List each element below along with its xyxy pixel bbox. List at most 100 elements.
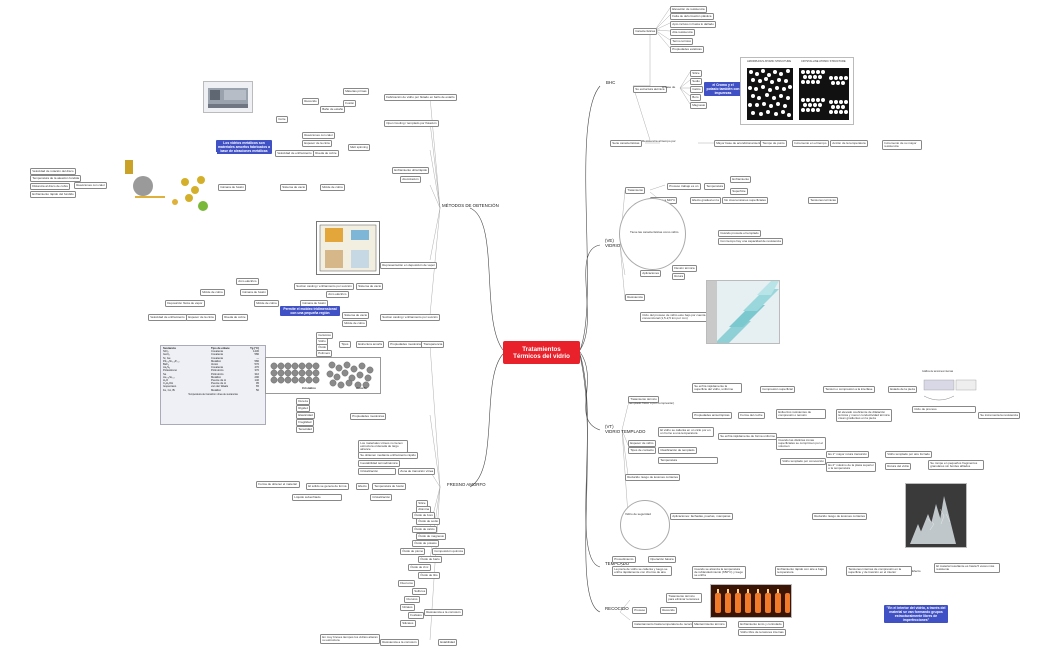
ve-efecto[interactable]: Efecto gradual en la bbox=[690, 197, 722, 204]
compound-item[interactable]: Óxido de zinc bbox=[408, 564, 431, 571]
compound-item[interactable]: Óxido de magnesio bbox=[416, 533, 447, 540]
bhc-item[interactable]: Elevación de resistencia bbox=[670, 6, 707, 13]
metodos-cast-item[interactable]: Espesor de la cinta bbox=[186, 314, 216, 321]
fresno-zona-item-2[interactable]: Cristalización bbox=[370, 494, 393, 501]
vt-tipos[interactable]: Tipos de contacto bbox=[628, 447, 656, 454]
compound-item[interactable]: Sulfuros bbox=[412, 588, 428, 595]
fresno-prop-item[interactable]: Elasticidad bbox=[296, 412, 315, 419]
fresno-zona-item[interactable]: Temperatura de fusión bbox=[372, 483, 407, 490]
fresno-forma[interactable]: Forma de obtener el material bbox=[256, 481, 301, 488]
metodos-items2[interactable]: Cámara de fusión bbox=[218, 184, 247, 191]
fresno-tipo[interactable]: Polímero bbox=[316, 350, 333, 357]
vt-seg2-b[interactable]: Reducido riesgo de lesiones cortantes bbox=[812, 513, 868, 520]
compound-item[interactable]: Nitratos bbox=[400, 604, 415, 611]
branch-recocido[interactable]: RECOCIDO bbox=[605, 606, 629, 611]
metodos-side-item[interactable]: Distancia al disco de cobre bbox=[30, 183, 71, 190]
metodos-items2[interactable]: Molde de cobre bbox=[342, 320, 368, 327]
ve-ciclo[interactable]: Ciclo del proceso de vidrio esto bajo po… bbox=[640, 312, 715, 322]
vt-rot[interactable]: Rotura del vidrio bbox=[885, 463, 912, 470]
fresno-bottom2[interactable]: Estabilidad bbox=[438, 639, 458, 646]
fresno-prop-item[interactable]: Rigidez bbox=[296, 405, 311, 412]
ve-superficie[interactable]: Superficie bbox=[730, 188, 748, 195]
vt-seg-sub[interactable]: Reducido riesgo de lesiones cortantes bbox=[625, 474, 681, 481]
vt-compr[interactable]: Compresión superficial bbox=[760, 386, 795, 393]
branch-fresno-amorfo[interactable]: FRESNO AMORFO bbox=[447, 482, 486, 487]
ve-pasos[interactable]: Cuándo procede el templado bbox=[718, 230, 761, 237]
fresno-sol[interactable]: El sólido se genera de forma bbox=[306, 483, 349, 490]
fresno-efecto[interactable]: Efecto bbox=[356, 483, 369, 490]
fresno-props[interactable]: Propiedades mecánicas bbox=[388, 341, 425, 348]
metodos-items2[interactable]: Sistema de vacío bbox=[280, 184, 308, 191]
fresno-bottom-mid[interactable]: Resistencia a la corrosión bbox=[380, 639, 419, 646]
bhc-item[interactable]: Falta de deformación plástica bbox=[670, 13, 714, 20]
ve-resistencia[interactable]: Resistencia bbox=[625, 294, 645, 301]
templado-desc[interactable]: La pieza de vidrio se calienta y luego s… bbox=[612, 566, 673, 576]
vt-espesor[interactable]: Espesor de vidrio bbox=[628, 440, 656, 447]
ve-tensiones[interactable]: Tensiones térmicas bbox=[808, 197, 839, 204]
templado-paso[interactable]: Cuando se alcanza la temperatura de rebl… bbox=[692, 566, 747, 580]
metodos-flotado[interactable]: Fabricación de vidrio por flotado en bañ… bbox=[384, 94, 457, 101]
vt-elast[interactable]: Esfuerzos resistentes de compresión o te… bbox=[776, 409, 827, 419]
vt-temp[interactable]: Temperatura bbox=[658, 457, 719, 464]
bhc-chain[interactable]: Incremento en el tiempo bbox=[792, 140, 829, 147]
bhc-item[interactable]: Termo térmico bbox=[670, 38, 694, 45]
compound-item[interactable]: Fluoruros bbox=[398, 580, 416, 587]
metodos-items2[interactable]: Molde de cobre bbox=[320, 184, 346, 191]
compound-item[interactable]: Óxido de potasio bbox=[412, 540, 439, 547]
vt-t2[interactable]: Es 2° máximo de la placa superior o la t… bbox=[826, 462, 877, 472]
vt-prop[interactable]: Propiedades anisotrópicas bbox=[692, 412, 732, 419]
bhc-item[interactable]: Apto incluso in hasta lo dañado bbox=[670, 21, 717, 28]
recocido-proceso[interactable]: Proceso bbox=[632, 607, 648, 614]
branch-templado[interactable]: TEMPLADO bbox=[605, 561, 630, 566]
fresno-bottom[interactable]: En muy breves tiempos los vidrios altera… bbox=[320, 634, 381, 644]
branch-vidrio-templado[interactable]: (VT) VIDRIO TEMPLADO bbox=[605, 424, 646, 434]
metodos-side-item[interactable]: Enfriamiento rápido del fundido bbox=[30, 191, 76, 198]
vt-zona[interactable]: Cuando las distintas zonas superficiales… bbox=[776, 437, 827, 451]
vt-ti2[interactable]: Vidrio templado por aire forzado bbox=[885, 451, 933, 458]
ve-resist-item[interactable]: Rotura bbox=[672, 273, 686, 280]
metodos-cast-item[interactable]: Arco eléctrico bbox=[236, 278, 259, 285]
bhc-caracteristicas[interactable]: Características bbox=[633, 28, 658, 35]
bhc-base[interactable]: Calcio bbox=[690, 86, 703, 93]
metodos-casting[interactable]: Suction casting / enfriamiento por succi… bbox=[294, 283, 354, 290]
vt-rot-sub[interactable]: Se rompe en pequeños fragmentos granular… bbox=[928, 460, 985, 470]
metodos-cast-item[interactable]: Sistema de vacío bbox=[356, 283, 384, 290]
recocido-f4[interactable]: Vidrio libre de tensiones internas bbox=[738, 629, 786, 636]
fresno-intro[interactable]: Estructura amorfa bbox=[356, 341, 385, 348]
bhc-base[interactable]: Magnesio bbox=[690, 102, 708, 109]
compound-item[interactable]: Óxido de litio bbox=[418, 572, 440, 579]
vt-ti1[interactable]: Vidrio templado por convección bbox=[780, 458, 827, 465]
vt-tension[interactable]: Tensión o compresión a la interfase bbox=[823, 386, 875, 393]
fresno-reaccion[interactable]: Resistencia a la corrosión bbox=[424, 609, 463, 616]
fresno-compos[interactable]: Composición química bbox=[432, 548, 466, 555]
compound-item[interactable]: Óxido de sodio bbox=[416, 518, 441, 525]
ve-tratamiento[interactable]: Tratamiento bbox=[625, 187, 646, 194]
metodos-cast-item[interactable]: Rueda de cobre bbox=[222, 314, 248, 321]
metodos-melt-item[interactable]: Velocidad de enfriamiento bbox=[275, 150, 314, 157]
ve-pasos2[interactable]: Con tiempo hay una capacidad de resisten… bbox=[718, 238, 784, 245]
vt-forma[interactable]: Forma del coche bbox=[738, 412, 765, 419]
bhc-base[interactable]: Sílice bbox=[690, 70, 702, 77]
bhc-chain[interactable]: Incremento de su mayor resistencia bbox=[882, 140, 923, 150]
metodos-items2[interactable]: Sistema de vacío bbox=[342, 312, 370, 319]
bhc-estructura[interactable]: Su estructura atómica bbox=[633, 86, 667, 93]
metodos-cast-item[interactable]: Velocidad de enfriamiento bbox=[148, 314, 187, 321]
metodos-cast-item[interactable]: Arco eléctrico bbox=[326, 291, 349, 298]
metodos-deposicion[interactable]: Deposición física de vapor bbox=[165, 300, 205, 307]
bhc-chain[interactable]: Mayor base de acondicionamiento bbox=[714, 140, 765, 147]
vt-gradiente[interactable]: El elevado coeficiente de dilatación tér… bbox=[836, 409, 893, 423]
ve-resist-item[interactable]: Flexión térmica bbox=[672, 265, 697, 272]
bhc-base[interactable]: Sodio bbox=[690, 78, 703, 85]
fresno-zona-item[interactable]: Cristalización bbox=[358, 468, 397, 475]
fresno-prop-item[interactable]: Dureza bbox=[296, 398, 311, 405]
vt-t1[interactable]: Es 1° mayor rotura transición bbox=[826, 451, 870, 458]
metodos-cast-item[interactable]: Molde de cobre bbox=[200, 289, 226, 296]
recocido-f3[interactable]: Enfriamiento lento y controlado bbox=[738, 621, 784, 628]
fresno-prop-item[interactable]: Tenacidad bbox=[296, 426, 315, 433]
vt-clasi[interactable]: Clasificación de templado bbox=[658, 447, 697, 454]
compound-item[interactable]: Óxido de plomo bbox=[400, 548, 426, 555]
fresno-transp[interactable]: Transparencia bbox=[421, 341, 445, 348]
templado-paso2[interactable]: Enfriamiento rápido con aire a baja temp… bbox=[775, 566, 828, 576]
bhc-item[interactable]: Alta resistencia bbox=[670, 29, 695, 36]
recocido-def[interactable]: Recocido bbox=[660, 607, 677, 614]
